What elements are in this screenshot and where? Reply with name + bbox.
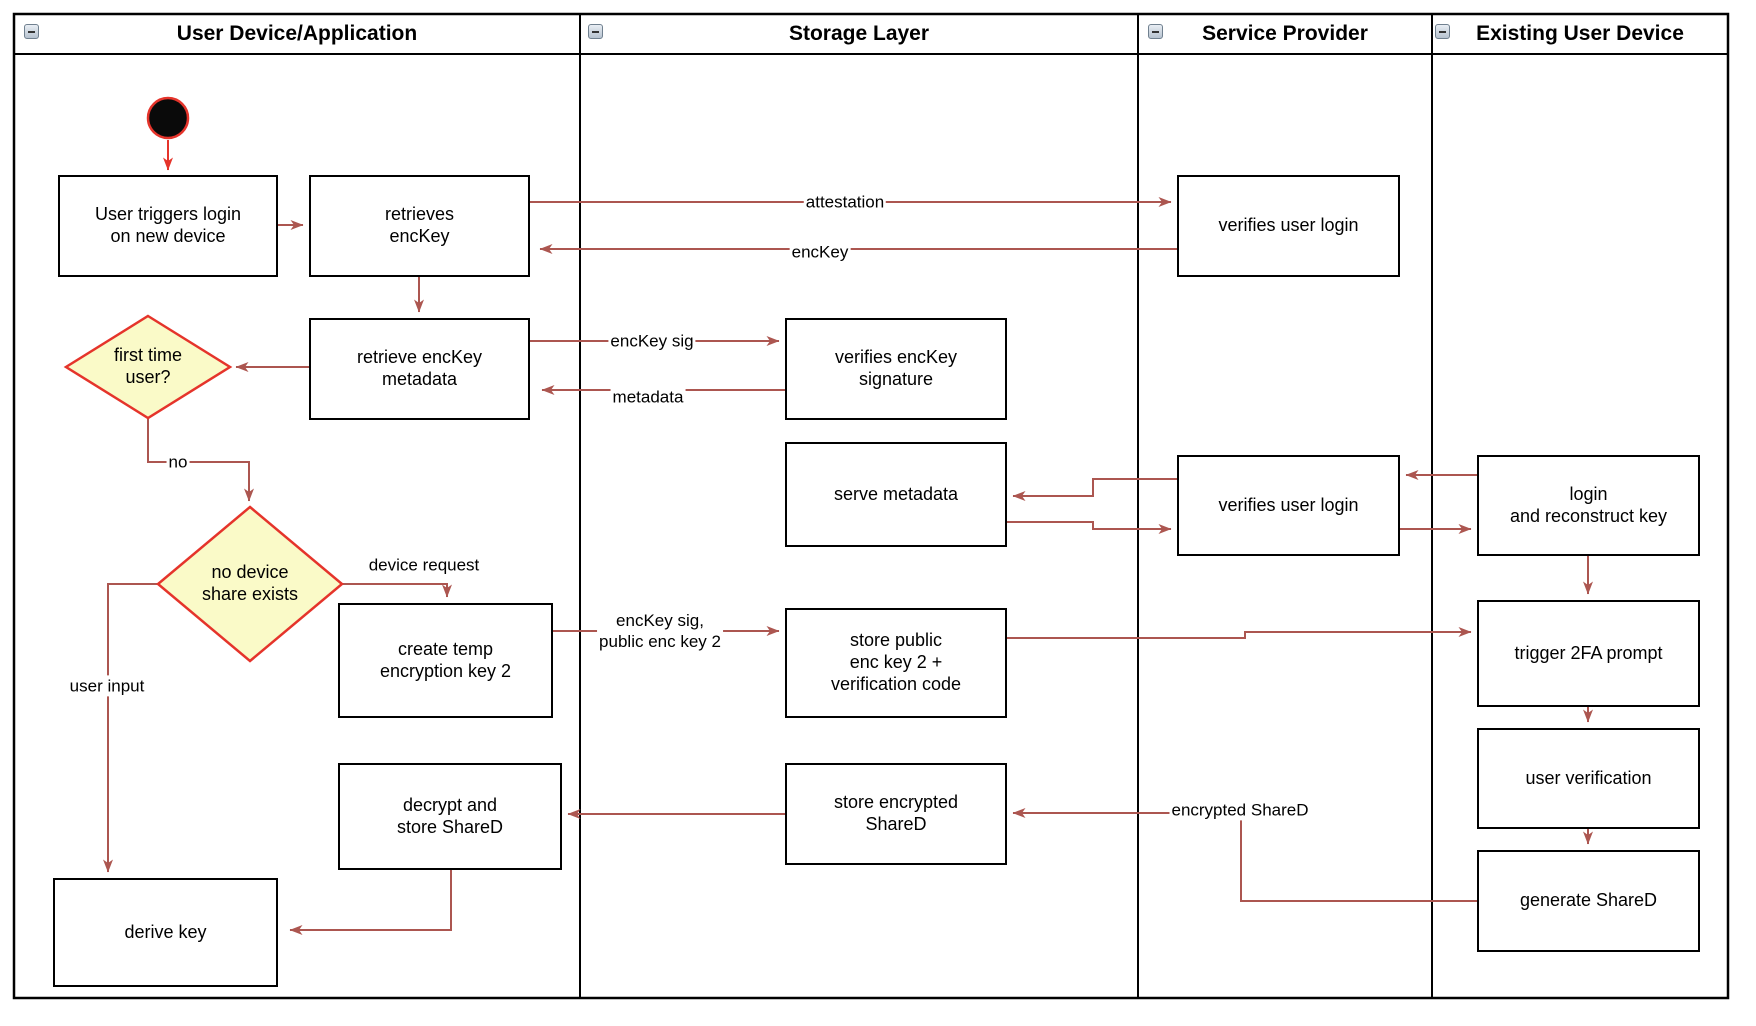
lane-title: Storage Layer xyxy=(788,22,930,45)
node-store-public-enc-key[interactable]: store public enc key 2 + verification co… xyxy=(785,608,1007,718)
lane-header-service-provider[interactable]: Service Provider xyxy=(1138,14,1432,54)
lane-title: User Device/Application xyxy=(176,22,418,45)
edge-label-enckey-sig-public: encKey sig, public enc key 2 xyxy=(597,609,723,653)
edge-label-enckey: encKey xyxy=(789,241,851,263)
swimlane-outer-border xyxy=(12,12,1730,1000)
start-node[interactable] xyxy=(146,96,190,140)
lane-title: Existing User Device xyxy=(1476,22,1684,45)
decision-first-time-user-shape[interactable] xyxy=(63,314,233,420)
node-store-encrypted-shared[interactable]: store encrypted ShareD xyxy=(785,763,1007,865)
node-trigger-2fa-prompt[interactable]: trigger 2FA prompt xyxy=(1477,600,1700,707)
node-verifies-enckey-signature[interactable]: verifies encKey signature xyxy=(785,318,1007,420)
lane-header-storage-layer[interactable]: Storage Layer xyxy=(580,14,1138,54)
edge-serve-to-verifies xyxy=(1007,521,1172,534)
edge-label-no: no xyxy=(166,451,190,473)
lane-header-user-device[interactable]: User Device/Application xyxy=(14,14,580,54)
edge-label-enckey-sig: encKey sig xyxy=(608,330,696,352)
node-verifies-user-login-mid[interactable]: verifies user login xyxy=(1177,455,1400,556)
edge-no-branch xyxy=(147,418,254,502)
node-user-verification[interactable]: user verification xyxy=(1477,728,1700,829)
edge-label-attestation: attestation xyxy=(803,191,887,213)
node-verifies-user-login-top[interactable]: verifies user login xyxy=(1177,175,1400,277)
node-derive-key[interactable]: derive key xyxy=(53,878,278,987)
node-create-temp-encryption-key[interactable]: create temp encryption key 2 xyxy=(338,603,553,718)
edge-label-user-input: user input xyxy=(67,675,147,697)
collapse-icon[interactable] xyxy=(588,24,603,39)
decision-no-device-share-shape[interactable] xyxy=(156,505,344,663)
collapse-icon[interactable] xyxy=(1148,24,1163,39)
node-retrieves-enckey[interactable]: retrieves encKey xyxy=(309,175,530,277)
decision-no-device-share-label: no device share exists xyxy=(201,562,299,604)
edge-device-request xyxy=(342,583,452,598)
node-generate-shared[interactable]: generate ShareD xyxy=(1477,850,1700,952)
lane-title: Service Provider xyxy=(1202,22,1368,45)
node-login-and-reconstruct-key[interactable]: login and reconstruct key xyxy=(1477,455,1700,556)
edge-label-metadata: metadata xyxy=(610,386,686,408)
lane-header-existing-user-device[interactable]: Existing User Device xyxy=(1432,14,1728,54)
edge-decrypt-to-derive xyxy=(289,870,452,935)
edge-label-device-request: device request xyxy=(366,554,482,576)
edge-user-input xyxy=(103,583,158,873)
collapse-icon[interactable] xyxy=(1435,24,1450,39)
node-user-triggers-login[interactable]: User triggers login on new device xyxy=(58,175,278,277)
edge-label-encrypted-shared: encrypted ShareD xyxy=(1169,799,1311,821)
node-serve-metadata[interactable]: serve metadata xyxy=(785,442,1007,547)
node-retrieve-enckey-metadata[interactable]: retrieve encKey metadata xyxy=(309,318,530,420)
collapse-icon[interactable] xyxy=(24,24,39,39)
node-decrypt-and-store-shared[interactable]: decrypt and store ShareD xyxy=(338,763,562,870)
edge-storepublic-to-2fa xyxy=(1007,627,1472,639)
edge-verifies-to-serve xyxy=(1012,478,1177,501)
decision-first-time-user-label: first time user? xyxy=(113,345,182,387)
edge-encrypted-shared xyxy=(1012,808,1477,902)
